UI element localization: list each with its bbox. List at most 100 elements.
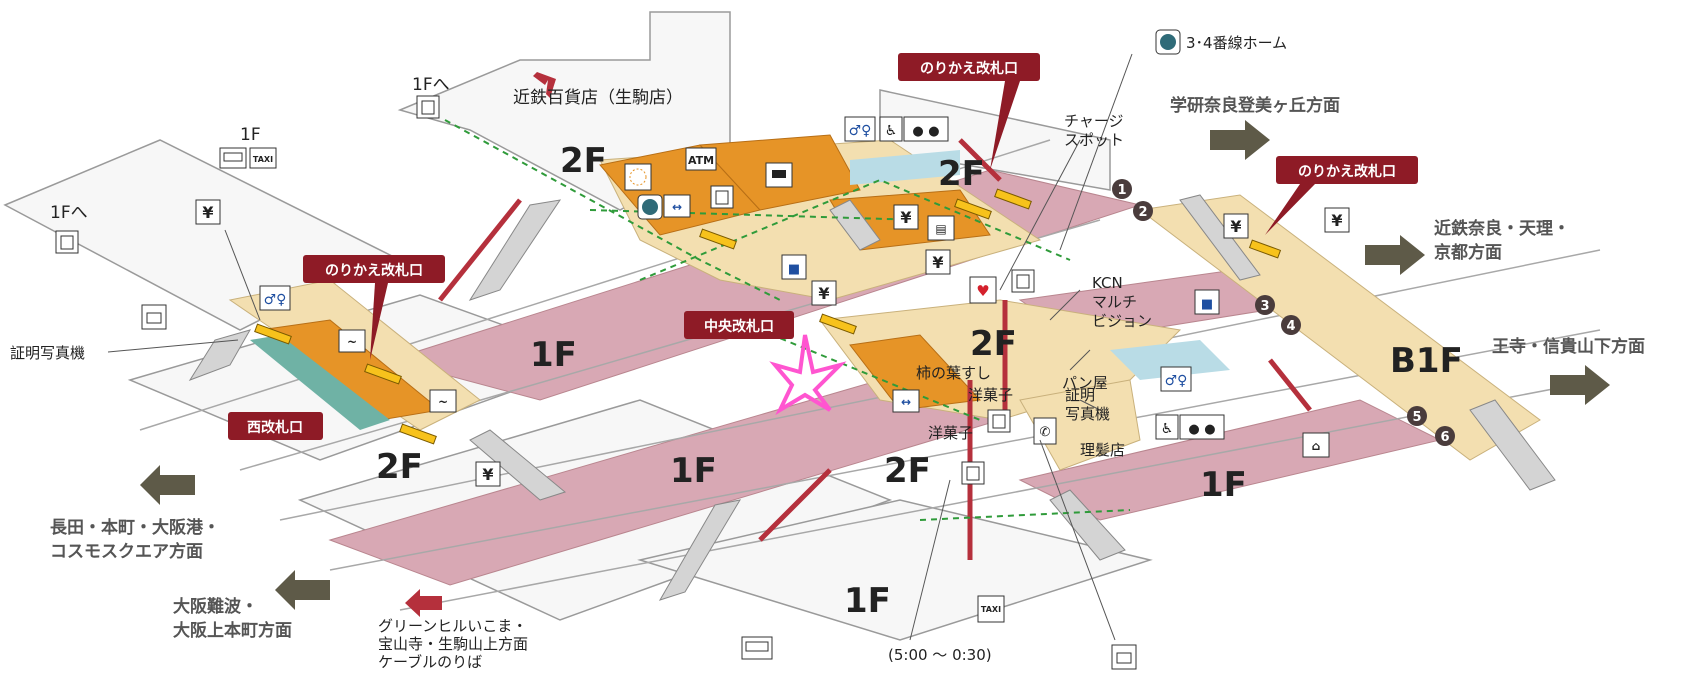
label-kintetsu-dept: 近鉄百貨店（生駒店） [513, 88, 683, 108]
svg-text:↔: ↔ [901, 395, 911, 409]
restroom-icon: ♂♀ [1160, 366, 1192, 392]
gate-norikae-left[interactable]: のりかえ改札口 [303, 255, 445, 360]
stairs-4 [829, 199, 881, 251]
elevator-icon [987, 409, 1011, 433]
current-location-mark [769, 334, 847, 416]
direction-arrows [140, 72, 1610, 617]
smoking-icon: ~ [429, 389, 457, 413]
bus-icon [741, 636, 773, 660]
gate-norikae-left-label: のりかえ改札口 [325, 262, 423, 279]
svg-text:■: ■ [1201, 297, 1213, 312]
ticket-machine-icon [765, 162, 793, 188]
escalator-1 [438, 198, 522, 302]
elevator-icon [1011, 269, 1035, 293]
elevator-icon [710, 185, 734, 209]
platform-link-icon [637, 194, 663, 220]
stairs-3 [469, 429, 567, 501]
gate-labels: のりかえ改札口 のりかえ改札口 のりかえ改札口 中央改札口 西改札口 [228, 53, 1418, 440]
gate-norikae-right-label: のりかえ改札口 [1298, 163, 1396, 180]
stairs-5 [1179, 194, 1261, 281]
family-icon: ● ● [903, 116, 949, 142]
direction-nagata: 長田・本町・大阪港・コスモスクエア方面 [50, 517, 220, 562]
arrow-dept [533, 72, 556, 98]
locker-icon: ■ [1194, 289, 1220, 315]
svg-text:⌂: ⌂ [1312, 439, 1321, 453]
yen-icon: ¥ [195, 199, 221, 225]
svg-text:TAXI: TAXI [981, 605, 1001, 614]
gate-bar [1248, 239, 1282, 259]
taxi-icon: TAXI [249, 147, 277, 169]
svg-text:▤: ▤ [935, 222, 946, 236]
wheelchair-icon: ♿ [1155, 414, 1179, 440]
label-hours: (5:00 〜 0:30) [888, 646, 992, 664]
label-photo-right: 証明写真機 [1065, 386, 1110, 423]
gate-norikae-right[interactable]: のりかえ改札口 [1265, 156, 1418, 235]
direction-namba: 大阪難波・大阪上本町方面 [173, 596, 292, 641]
leader-lines [107, 53, 1133, 641]
direction-greenhill: グリーンヒルいこま・宝山寺・生駒山上方面ケーブルのりば [378, 617, 528, 671]
transfer-icon: ↔ [663, 194, 691, 218]
escalator-3 [1268, 358, 1312, 412]
platform-number-6: 6 [1435, 426, 1455, 446]
gate-west-label: 西改札口 [247, 419, 303, 436]
svg-text:TAXI: TAXI [253, 155, 273, 164]
svg-text:♂♀: ♂♀ [849, 123, 872, 139]
stairs-2 [188, 329, 252, 381]
label-yogashi-1: 洋菓子 [968, 386, 1013, 404]
svg-text:♂♀: ♂♀ [264, 292, 287, 308]
yen-icon: ¥ [1223, 213, 1249, 239]
svg-text:¥: ¥ [1230, 217, 1241, 236]
label-platform-34: 3･4番線ホーム [1186, 34, 1287, 52]
escalator-4 [758, 468, 832, 542]
svg-text:¥: ¥ [932, 253, 943, 272]
svg-text:4: 4 [1286, 319, 1295, 334]
svg-text:1: 1 [1117, 183, 1126, 198]
platform-link-icon [1155, 29, 1181, 55]
floor-1f-c: 1F [1200, 465, 1247, 505]
atm-icon: ATM [685, 147, 717, 171]
yen-icon: ¥ [925, 249, 951, 275]
platform-numbers: 1 2 3 4 5 6 [1112, 179, 1455, 446]
info-icon [624, 163, 652, 191]
shop-sweets [849, 334, 982, 411]
svg-text:ATM: ATM [688, 154, 714, 167]
label-kakinoha: 柿の葉すし [916, 364, 991, 382]
svg-text:● ●: ● ● [1188, 422, 1215, 437]
gate-central[interactable]: 中央改札口 [684, 311, 794, 339]
label-charge-spot: チャージスポット [1064, 112, 1124, 149]
restroom-area [850, 150, 960, 185]
svg-text:2: 2 [1138, 205, 1147, 220]
floor-2f-a: 2F [560, 141, 607, 181]
wheelchair-icon: ♿ [879, 116, 903, 142]
floor-2f-c: 2F [970, 324, 1017, 364]
floor-2f-e: 2F [884, 451, 931, 491]
label-barber: 理髪店 [1080, 441, 1125, 459]
transfer-icon: ↔ [892, 389, 920, 413]
svg-text:~: ~ [438, 395, 448, 409]
svg-text:♂♀: ♂♀ [1165, 373, 1188, 389]
label-to-1f-top: 1Fへ [412, 75, 450, 95]
arrow-namba [275, 570, 330, 610]
gate-norikae-top-label: のりかえ改札口 [920, 60, 1018, 77]
svg-text:♿: ♿ [1161, 421, 1174, 437]
svg-text:5: 5 [1412, 410, 1421, 425]
label-yogashi-2: 洋菓子 [928, 424, 973, 442]
restroom-area-2 [1110, 340, 1230, 380]
svg-text:¥: ¥ [482, 465, 493, 484]
gate-norikae-top[interactable]: のりかえ改札口 [898, 53, 1040, 170]
gate-west[interactable]: 西改札口 [228, 412, 323, 440]
place-labels: 近鉄百貨店（生駒店） 1Fへ 1Fへ 1F 証明写真機 3･4番線ホーム パン屋… [10, 34, 1287, 664]
teal-strip [250, 335, 390, 430]
route-c [759, 329, 981, 421]
phone-icon: ✆ [1033, 417, 1057, 445]
gate-bar [364, 363, 402, 385]
label-to-1f-left: 1Fへ [50, 203, 88, 223]
floor-1f-a: 1F [530, 335, 577, 375]
smoking-icon: ~ [338, 329, 366, 353]
svg-text:¥: ¥ [202, 203, 213, 222]
gate-bar [254, 323, 292, 345]
gate-bar [954, 198, 992, 220]
direction-gakken: 学研奈良登美ヶ丘方面 [1170, 95, 1340, 116]
